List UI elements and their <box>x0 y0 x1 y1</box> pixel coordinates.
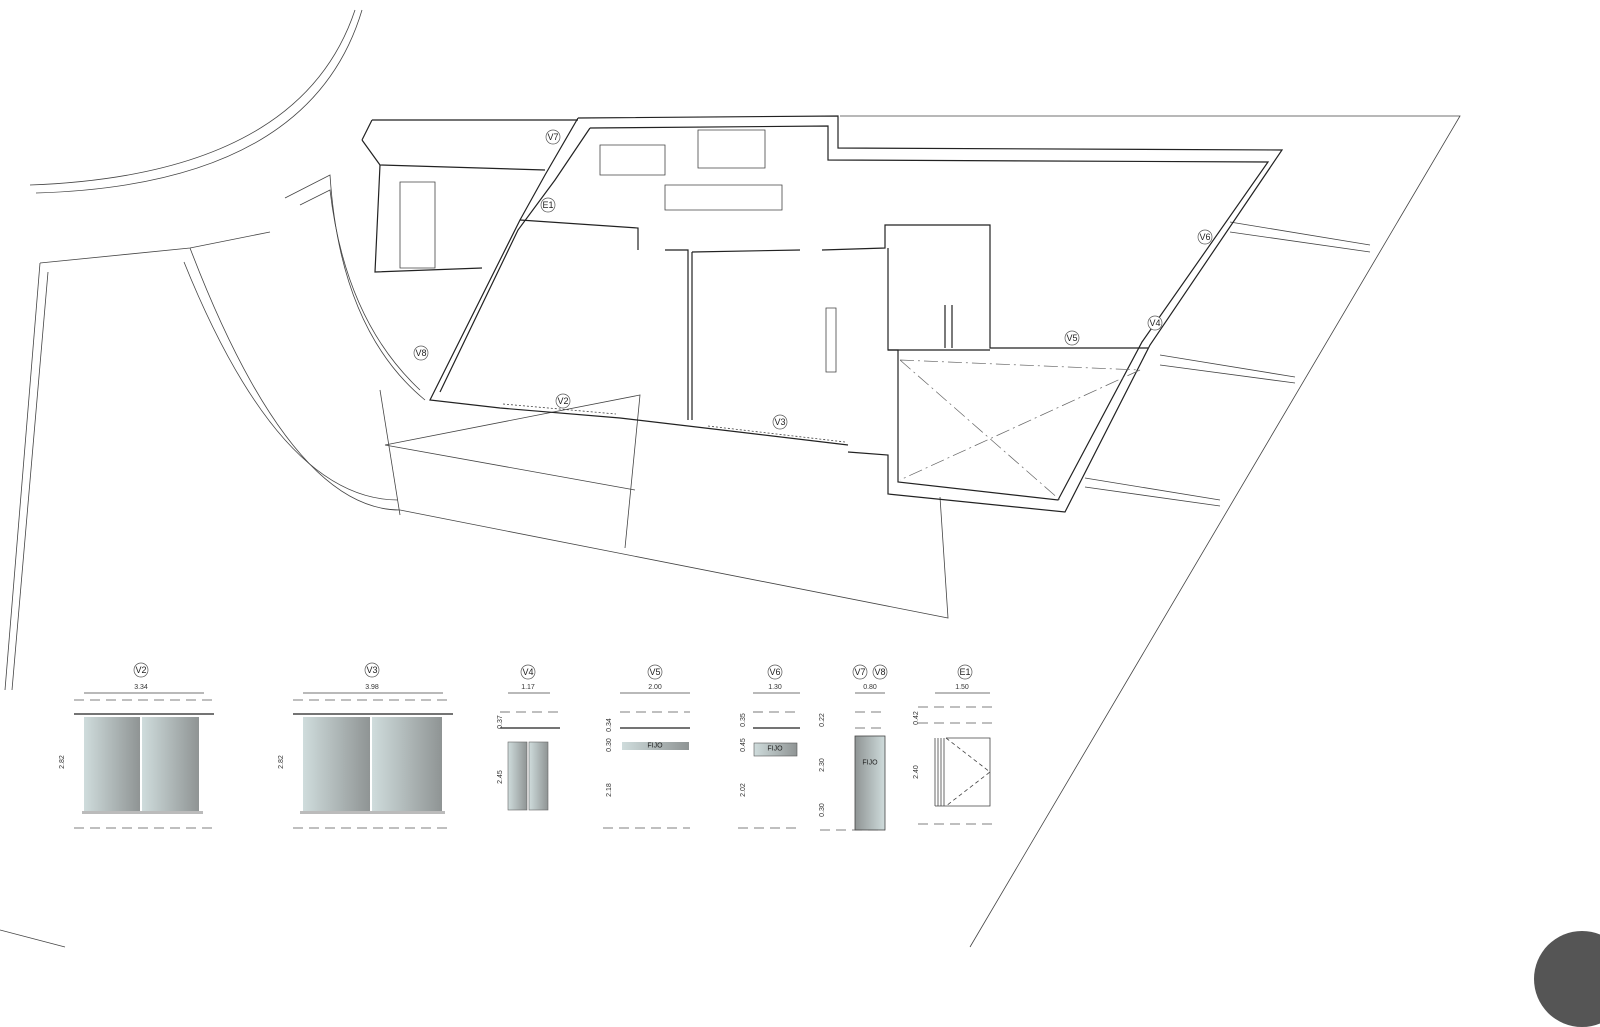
svg-text:V3: V3 <box>366 665 377 675</box>
elevation-v4: V4 1.17 0.37 2.45 <box>497 664 560 811</box>
svg-text:1.17: 1.17 <box>521 684 535 691</box>
svg-text:V8: V8 <box>415 348 426 358</box>
tag-v2: V2 <box>555 393 571 409</box>
svg-text:FIJO: FIJO <box>862 760 878 767</box>
svg-text:0.35: 0.35 <box>740 713 747 727</box>
svg-text:V4: V4 <box>522 667 533 677</box>
svg-text:FIJO: FIJO <box>647 743 663 750</box>
tag-v8: V8 <box>413 345 429 361</box>
svg-text:2.30: 2.30 <box>819 758 826 772</box>
svg-text:V5: V5 <box>1066 333 1077 343</box>
floor-plan-drawing: V7 E1 V6 V4 V5 V8 V2 V3 V2 3.34 2.82 V3 … <box>0 9 1461 948</box>
elevation-v2: V2 3.34 2.82 <box>59 662 214 829</box>
svg-text:0.34: 0.34 <box>606 718 613 732</box>
tag-e1: E1 <box>540 197 556 213</box>
svg-text:1.50: 1.50 <box>955 684 969 691</box>
svg-text:2.82: 2.82 <box>278 755 285 769</box>
tag-v4: V4 <box>1147 315 1163 331</box>
svg-text:3.34: 3.34 <box>134 684 148 691</box>
svg-text:2.45: 2.45 <box>497 770 504 784</box>
site-lines <box>0 9 1461 948</box>
svg-text:2.82: 2.82 <box>59 755 66 769</box>
elevation-v5: V5 2.00 FIJO 0.34 0.30 2.18 <box>603 664 690 829</box>
svg-text:E1: E1 <box>542 200 553 210</box>
svg-text:2.40: 2.40 <box>913 765 920 779</box>
svg-text:V2: V2 <box>135 665 146 675</box>
svg-text:0.37: 0.37 <box>497 715 504 729</box>
svg-text:0.22: 0.22 <box>819 713 826 727</box>
svg-text:2.18: 2.18 <box>606 783 613 797</box>
tag-v6: V6 <box>1197 229 1213 245</box>
svg-text:E1: E1 <box>959 667 970 677</box>
svg-text:V6: V6 <box>769 667 780 677</box>
svg-text:3.98: 3.98 <box>365 684 379 691</box>
svg-text:V7: V7 <box>854 667 865 677</box>
svg-text:0.45: 0.45 <box>740 738 747 752</box>
svg-text:1.30: 1.30 <box>768 684 782 691</box>
tag-v3: V3 <box>772 414 788 430</box>
elevation-v6: V6 1.30 FIJO 0.35 0.45 2.02 <box>738 664 800 829</box>
svg-text:FIJO: FIJO <box>767 746 783 753</box>
tag-v5: V5 <box>1064 330 1080 346</box>
elevation-v3: V3 3.98 2.82 <box>278 662 453 829</box>
svg-text:V7: V7 <box>547 132 558 142</box>
svg-text:0.80: 0.80 <box>863 684 877 691</box>
svg-text:V4: V4 <box>1149 318 1160 328</box>
building-walls <box>361 115 1284 513</box>
tag-v7: V7 <box>545 129 561 145</box>
svg-text:0.30: 0.30 <box>819 803 826 817</box>
elevation-v7-v8: V7 V8 0.80 FIJO 0.22 2.30 0.30 <box>819 664 888 831</box>
svg-text:V2: V2 <box>557 396 568 406</box>
svg-text:V3: V3 <box>774 417 785 427</box>
svg-text:V5: V5 <box>649 667 660 677</box>
svg-text:0.42: 0.42 <box>913 711 920 725</box>
elevation-e1: E1 1.50 0.42 2.40 <box>913 664 995 825</box>
svg-text:0.30: 0.30 <box>606 738 613 752</box>
svg-text:V6: V6 <box>1199 232 1210 242</box>
svg-text:2.02: 2.02 <box>740 783 747 797</box>
svg-text:2.00: 2.00 <box>648 684 662 691</box>
svg-text:V8: V8 <box>874 667 885 677</box>
